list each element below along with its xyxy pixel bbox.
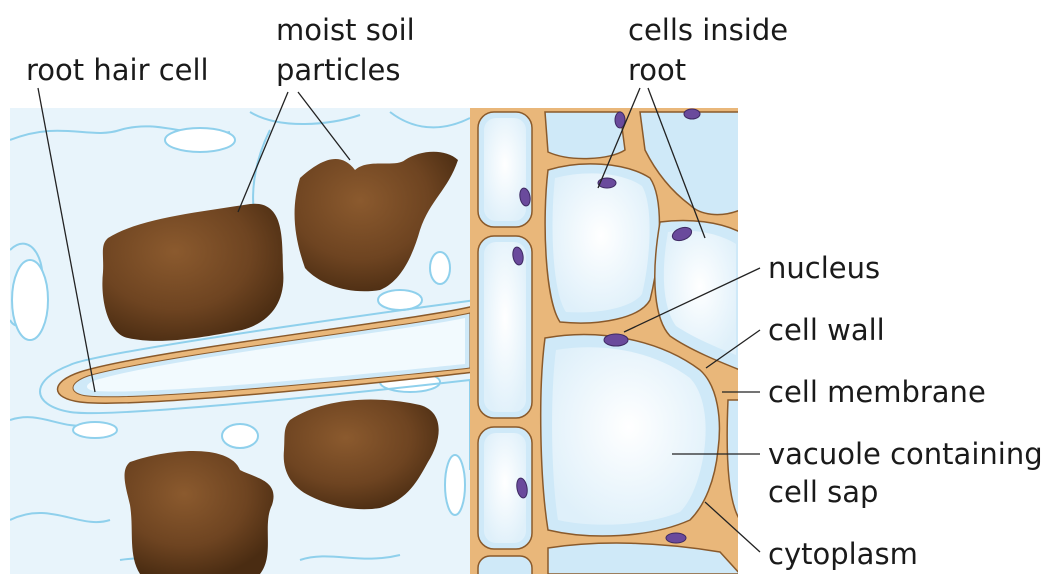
- label-moist-soil: moist soil: [276, 13, 415, 47]
- label-cell-membrane: cell membrane: [768, 375, 986, 409]
- label-cytoplasm: cytoplasm: [768, 537, 918, 571]
- label-cells-inside: cells inside: [628, 13, 788, 47]
- epidermis-cells: [478, 112, 532, 574]
- label-root: root: [628, 53, 686, 87]
- label-vacuole-containing: vacuole containing: [768, 437, 1043, 471]
- label-root-hair-cell: root hair cell: [26, 53, 209, 87]
- label-particles: particles: [276, 53, 400, 87]
- label-cell-wall: cell wall: [768, 313, 885, 347]
- label-nucleus: nucleus: [768, 251, 880, 285]
- label-cell-sap: cell sap: [768, 475, 878, 509]
